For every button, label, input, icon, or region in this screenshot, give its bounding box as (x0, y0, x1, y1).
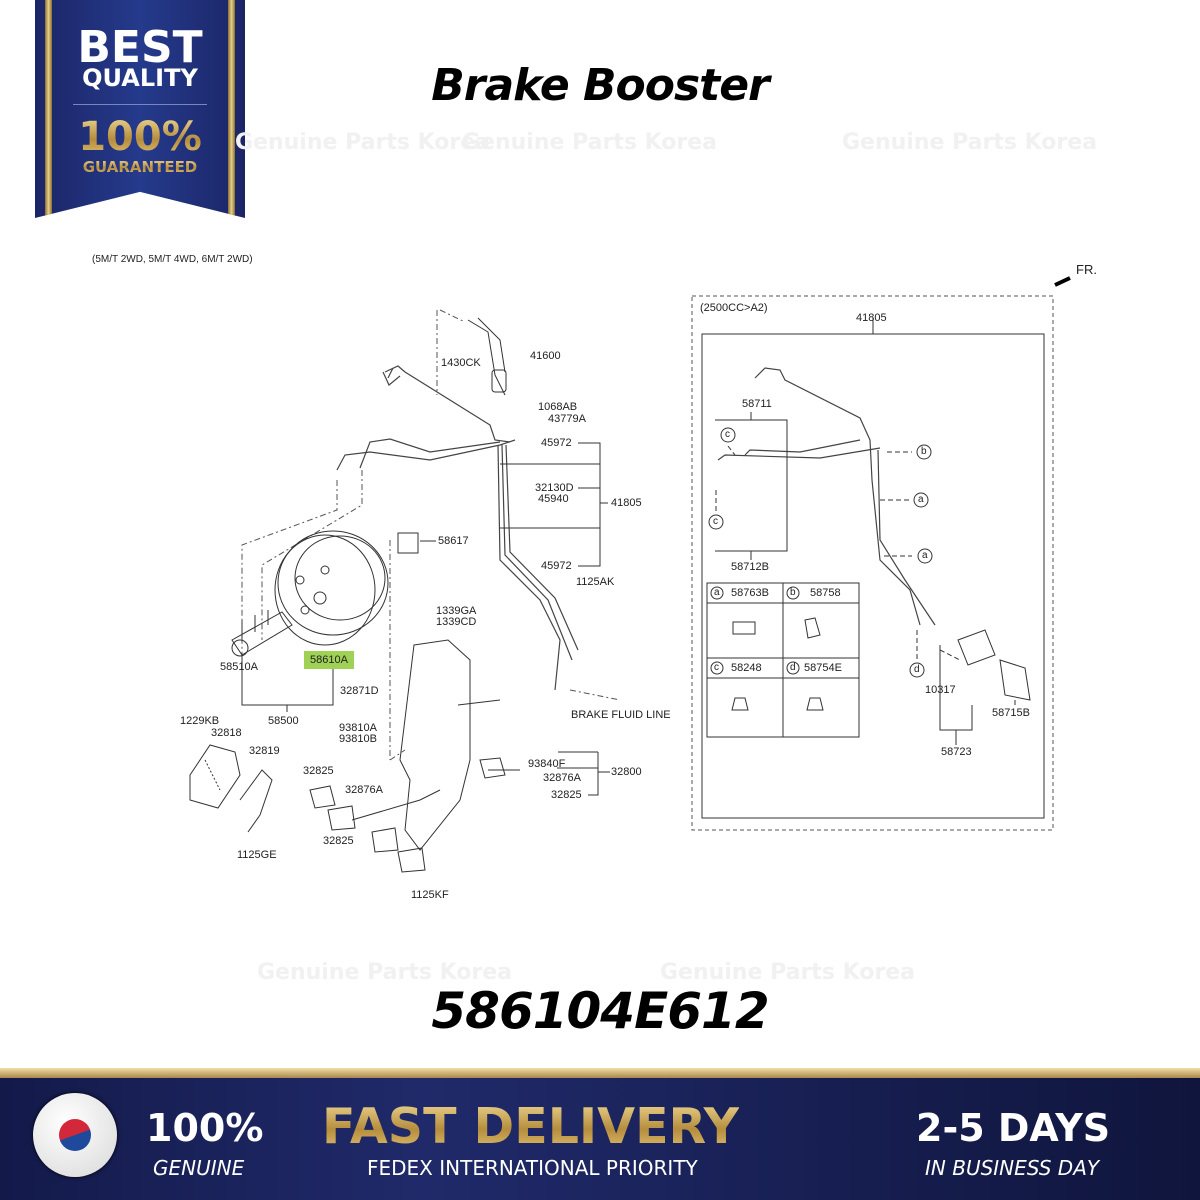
watermark: Genuine Parts Korea (235, 130, 490, 155)
part-label[interactable]: 1339CD (436, 616, 477, 628)
table-key: c (714, 662, 719, 673)
table-key: b (790, 587, 796, 598)
part-label[interactable]: 32876A (543, 772, 581, 784)
part-label[interactable]: 45972 (541, 437, 572, 449)
part-label[interactable]: 58617 (438, 535, 469, 547)
part-label[interactable]: 1229KB (180, 715, 220, 727)
part-label[interactable]: 32871D (340, 685, 379, 697)
front-direction-label: FR. (1076, 262, 1097, 277)
part-label[interactable]: 1068AB (538, 401, 578, 413)
part-label[interactable]: 41600 (530, 350, 561, 362)
badge-quality: QUALITY (82, 64, 198, 92)
badge-guaranteed: GUARANTEED (35, 158, 245, 176)
korea-flag-icon (33, 1093, 117, 1177)
part-label[interactable]: 58510A (220, 661, 258, 673)
delivery-banner: 100% GENUINE FAST DELIVERY FEDEX INTERNA… (0, 1068, 1200, 1200)
table-part[interactable]: 58248 (731, 662, 762, 674)
part-label[interactable]: 10317 (925, 684, 956, 696)
business-day-label: IN BUSINESS DAY (925, 1156, 1100, 1180)
highlighted-part-label[interactable]: 58610A (304, 651, 354, 669)
badge-best: BEST (77, 22, 203, 73)
part-label[interactable]: 1125AK (576, 576, 615, 588)
part-label[interactable]: 45972 (541, 560, 572, 572)
callout-a: a (918, 494, 924, 505)
part-number: 586104E612 (431, 982, 769, 1040)
genuine-label: GENUINE (153, 1156, 245, 1180)
watermark: Genuine Parts Korea (660, 960, 915, 985)
part-label[interactable]: 93810B (339, 733, 377, 745)
part-label[interactable]: 32825 (323, 835, 354, 847)
genuine-percent: 100% (146, 1106, 264, 1150)
table-part[interactable]: 58754E (804, 662, 842, 674)
part-label[interactable]: 32800 (611, 766, 642, 778)
table-key: a (714, 587, 720, 598)
part-label[interactable]: 1339GA (436, 605, 477, 617)
fedex-label: FEDEX INTERNATIONAL PRIORITY (367, 1156, 698, 1180)
part-label[interactable]: 1430CK (441, 357, 481, 369)
callout-b: b (921, 446, 927, 457)
page-title: Brake Booster (431, 60, 770, 111)
part-label[interactable]: 58712B (731, 561, 769, 573)
watermark: Genuine Parts Korea (462, 130, 717, 155)
badge-100: 100% (35, 114, 245, 160)
part-label[interactable]: 32825 (303, 765, 334, 777)
part-label[interactable]: 32130D (535, 482, 574, 494)
variant-note-right: (2500CC>A2) (700, 302, 768, 314)
part-label[interactable]: 45940 (538, 493, 569, 505)
callout-a: a (922, 550, 928, 561)
part-label[interactable]: 93810A (339, 722, 377, 734)
brake-fluid-line-label: BRAKE FLUID LINE (571, 709, 671, 721)
part-label[interactable]: 41805 (856, 312, 887, 324)
part-label[interactable]: 1125KF (411, 889, 449, 901)
watermark: Genuine Parts Korea (257, 960, 512, 985)
part-label[interactable]: 41805 (611, 497, 642, 509)
part-label[interactable]: 58715B (992, 707, 1030, 719)
callout-c: c (713, 516, 718, 527)
watermark: Genuine Parts Korea (842, 130, 1097, 155)
part-label[interactable]: 58711 (742, 398, 772, 410)
part-label[interactable]: 32825 (551, 789, 582, 801)
fast-delivery-headline: FAST DELIVERY (322, 1098, 740, 1155)
part-label[interactable]: 43779A (548, 413, 586, 425)
part-label[interactable]: 93840F (528, 758, 566, 770)
variant-note: (5M/T 2WD, 5M/T 4WD, 6M/T 2WD) (92, 254, 253, 265)
part-label[interactable]: 58723 (941, 746, 972, 758)
table-part[interactable]: 58763B (731, 587, 769, 599)
delivery-days: 2-5 DAYS (916, 1106, 1111, 1150)
best-quality-badge: BEST QUALITY 100% GUARANTEED (35, 0, 245, 218)
part-label[interactable]: 32818 (211, 727, 242, 739)
callout-d: d (914, 664, 920, 675)
callout-c: c (725, 429, 730, 440)
part-label[interactable]: 1125GE (237, 849, 277, 861)
table-part[interactable]: 58758 (810, 587, 841, 599)
part-label[interactable]: 32876A (345, 784, 383, 796)
part-label[interactable]: 58500 (268, 715, 299, 727)
part-label[interactable]: 32819 (249, 745, 280, 757)
table-key: d (790, 662, 796, 673)
